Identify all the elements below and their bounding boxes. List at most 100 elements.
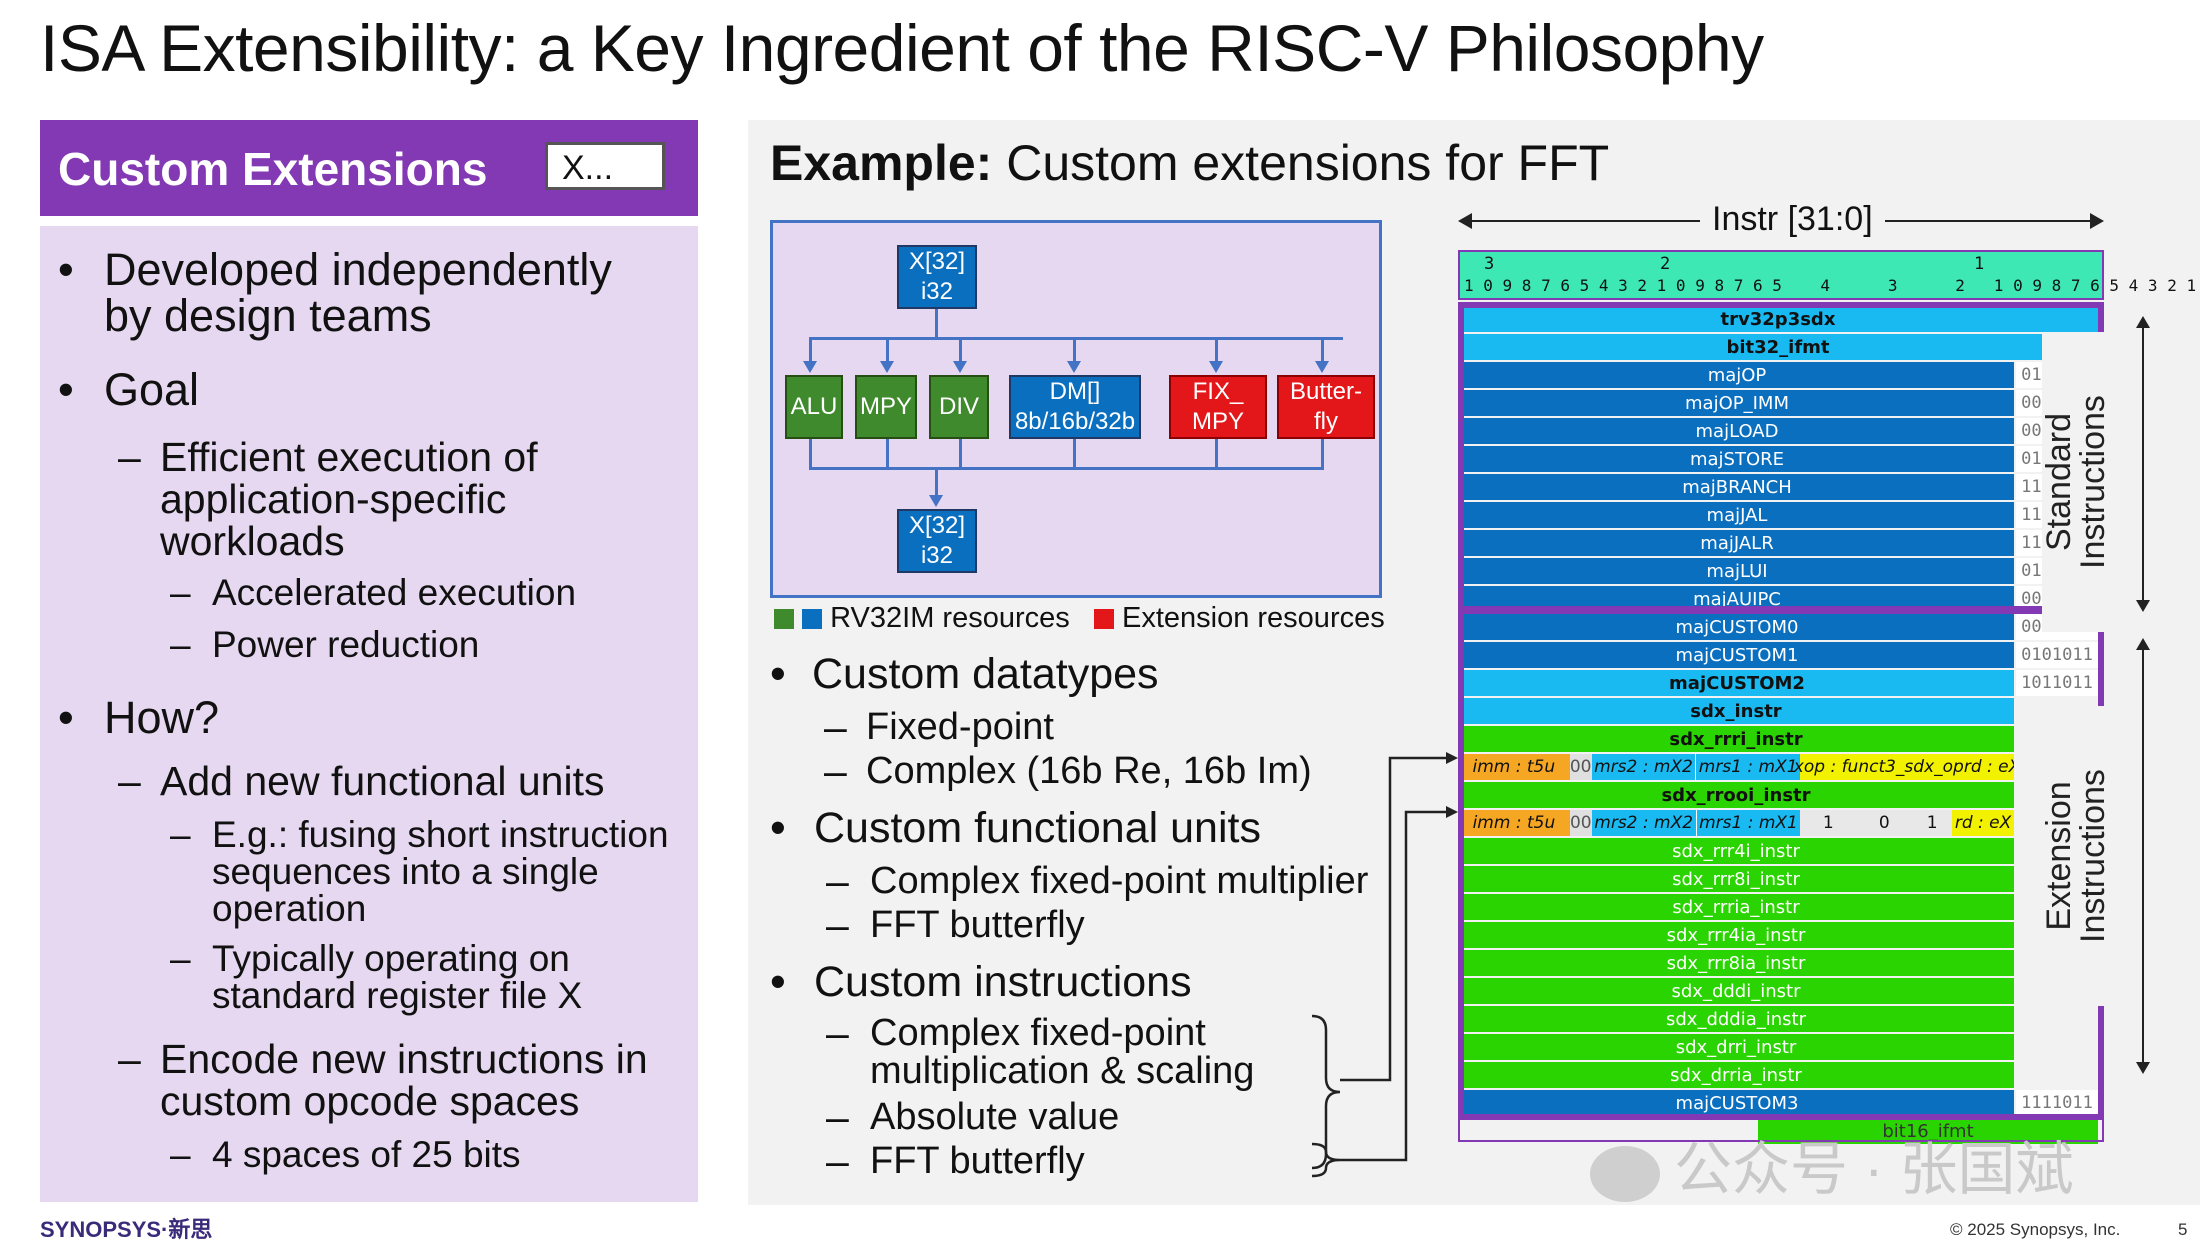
div-block: DIV [929, 375, 989, 439]
connector [935, 309, 938, 339]
row-bit16-ifmt: bit16_ifmt [1758, 1118, 2098, 1144]
bf-label: Butter- [1289, 378, 1363, 405]
connector [1215, 337, 1218, 363]
bullet-goal: Goal [104, 364, 200, 415]
row-majcustom2: majCUSTOM2 1011011 [1458, 670, 2098, 696]
arrow [1067, 361, 1081, 373]
legend: RV32IM resources Extension resources [774, 602, 1385, 635]
row-dddi: sdx_dddi_instr [1458, 978, 2014, 1004]
arrow-left [1458, 213, 1472, 229]
dash: – [170, 1134, 191, 1175]
dash: – [118, 1036, 141, 1082]
row-label: majLUI [1706, 560, 1768, 582]
instr-abs: Absolute value [870, 1096, 1120, 1138]
connector [886, 337, 889, 363]
reg-top-type: i32 [920, 278, 953, 305]
connector [809, 439, 812, 469]
custom-extensions-title: Custom Extensions [58, 143, 488, 195]
instruction-encoding-table: 3 2 1 1 0 9 8 7 6 5 4 3 2 1 0 9 8 7 6 5 … [1458, 250, 2196, 1144]
field-rs2: mrs2 : mX2 [1591, 754, 1696, 780]
standard-frame [1458, 302, 2104, 612]
row-sdx-instr: sdx_instr [1458, 698, 2014, 724]
arrow-right [2090, 213, 2104, 229]
arrow [953, 361, 967, 373]
row-trv32p3sdx: trv32p3sdx [1458, 306, 2098, 332]
alu-block: ALU [785, 375, 843, 439]
bullet-dot: • [58, 244, 74, 295]
standard-range-arrow [2136, 316, 2150, 612]
goal-sub-1: Efficient execution of [160, 434, 538, 480]
bus-bottom [809, 467, 1324, 470]
copyright: © 2025 Synopsys, Inc. [1950, 1220, 2121, 1239]
row-rrr4ia: sdx_rrr4ia_instr [1458, 922, 2014, 948]
connector [959, 439, 962, 469]
bullet-datatypes: Custom datatypes [812, 650, 1159, 698]
connector [959, 337, 962, 363]
dash: – [826, 1138, 849, 1184]
row-label: majCUSTOM0 [1675, 616, 1799, 638]
dash: – [170, 624, 191, 665]
dash: – [826, 1010, 849, 1056]
row-label: majCUSTOM1 [1675, 644, 1799, 666]
connector [1073, 439, 1076, 469]
bit-numbers: 1 0 9 8 7 6 5 4 3 2 1 0 9 8 7 6 5 4 3 2 … [1464, 276, 2200, 295]
custom-extensions-body: • Developed independently by design team… [40, 226, 698, 1202]
bf-label-2: fly [1314, 408, 1338, 435]
data-memory-block: DM[] 8b/16b/32b [1009, 375, 1141, 439]
unit-multiplier: Complex fixed-point multiplier [870, 860, 1369, 902]
connector [1321, 439, 1324, 469]
row-dddia: sdx_dddia_instr [1458, 1006, 2014, 1032]
register-file-bottom: X[32]i32 [897, 509, 977, 573]
field-xop: xop : funct3_sdx_oprd : eX [1794, 754, 2014, 780]
bit-decade-1: 1 [1974, 254, 1985, 274]
extension-frame [1458, 608, 2104, 1120]
reg-bot-type: i32 [920, 542, 953, 569]
how-eg-2: sequences into a single [212, 851, 599, 892]
instr-complex-2: multiplication & scaling [870, 1050, 1255, 1092]
row-label: majCUSTOM2 [1669, 672, 1805, 694]
row-bits: 1011011 [2016, 670, 2098, 696]
row-bit32-ifmt: bit32_ifmt [1458, 334, 2098, 360]
arrow [1315, 361, 1329, 373]
row-rrooi-fields: imm : t5u 00 mrs2 : mX2 mrs1 : mX1 1 0 1… [1458, 810, 2014, 836]
row-label: majSTORE [1689, 448, 1785, 470]
row-label: majBRANCH [1682, 476, 1792, 498]
instr-bits-label: Instr [31:0] [1700, 200, 1885, 239]
bullet-developed-cont: by design teams [104, 290, 432, 341]
row-rrr8i: sdx_rrr8i_instr [1458, 866, 2014, 892]
how-typ-2: standard register file X [212, 975, 583, 1016]
table-bottom-border [1458, 1114, 2104, 1142]
field-imm: imm : t5u [1458, 810, 1570, 836]
dash: – [118, 758, 141, 804]
bullet-dot: • [58, 692, 74, 743]
row-majjal: majJAL1101111 [1458, 502, 2098, 528]
dm-widths: 8b/16b/32b [1014, 408, 1136, 435]
butterfly-block: Butter-fly [1277, 375, 1375, 439]
dm-label: DM[] [1049, 378, 1101, 405]
dash: – [118, 434, 141, 480]
goal-power: Power reduction [212, 624, 480, 665]
extension-range-arrow [2136, 638, 2150, 1074]
side-ext-2: Instructions [2074, 769, 2112, 943]
row-bits: 0101011 [2016, 642, 2098, 668]
bullet-dot: • [770, 802, 786, 853]
goal-sub-1c: workloads [160, 518, 345, 564]
field-imm: imm : t5u [1458, 754, 1570, 780]
bullet-how: How? [104, 692, 220, 743]
bullet-dot: • [770, 648, 786, 699]
watermark-text: 公众号 · 张国斌 [1674, 1137, 2074, 1202]
bullet-units: Custom functional units [814, 804, 1261, 852]
bullet-developed: Developed independently [104, 244, 612, 295]
datatype-fixed: Fixed-point [866, 706, 1054, 748]
side-std-1: Standard [2040, 413, 2078, 551]
legend-rv32im: RV32IM resources [830, 602, 1070, 634]
custom-extensions-header: Custom Extensions X... [40, 120, 698, 216]
datatype-complex: Complex (16b Re, 16b Im) [866, 750, 1312, 792]
how-eg-1: E.g.: fusing short instruction [212, 814, 669, 855]
dash: – [170, 814, 191, 855]
mpy-block: MPY [855, 375, 917, 439]
brace-connectors [1311, 752, 1458, 1178]
unit-butterfly: FFT butterfly [870, 904, 1085, 946]
dash: – [826, 858, 849, 904]
